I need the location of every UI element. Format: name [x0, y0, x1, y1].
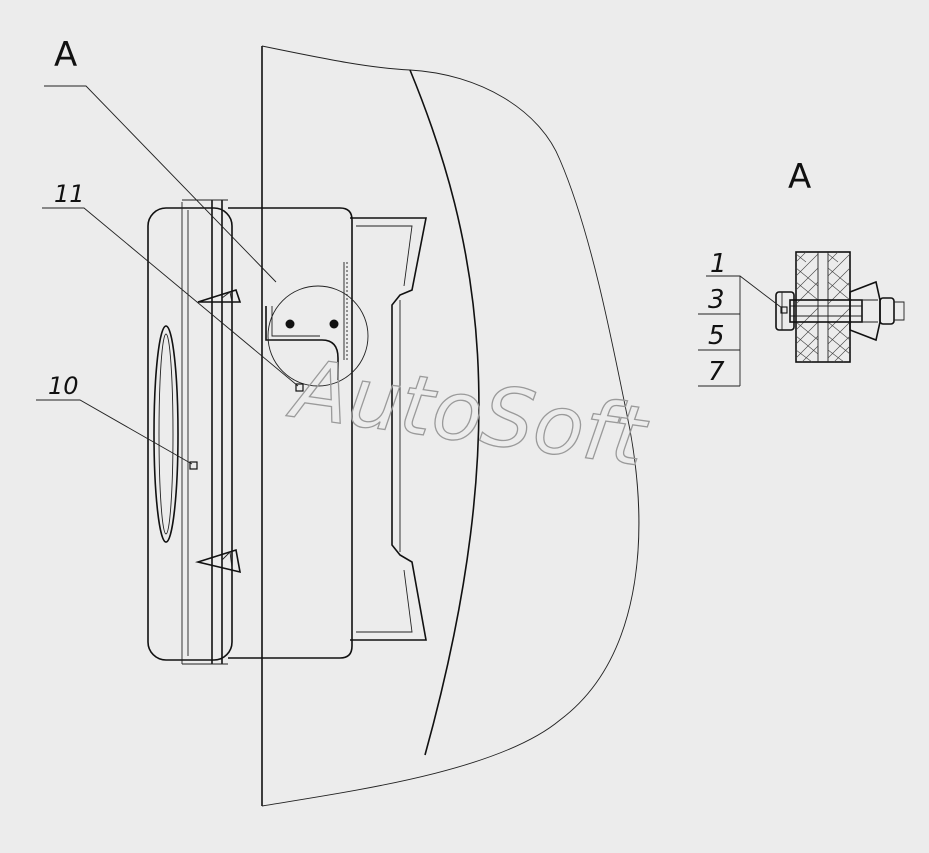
leader-lines [36, 85, 299, 465]
detail-view-a [698, 251, 905, 387]
view-label-a-main: A [54, 35, 77, 75]
callout-7: 7 [708, 357, 725, 387]
callout-5: 5 [708, 321, 725, 351]
lamp-assembly [147, 199, 427, 665]
view-label-a-detail: A [788, 157, 811, 197]
watermark: AutoSoft [283, 341, 654, 485]
callout-1: 1 [710, 249, 727, 279]
callout-3: 3 [708, 285, 725, 315]
callout-11: 11 [54, 180, 85, 208]
body-panel [261, 45, 640, 807]
callout-10: 10 [48, 372, 79, 400]
